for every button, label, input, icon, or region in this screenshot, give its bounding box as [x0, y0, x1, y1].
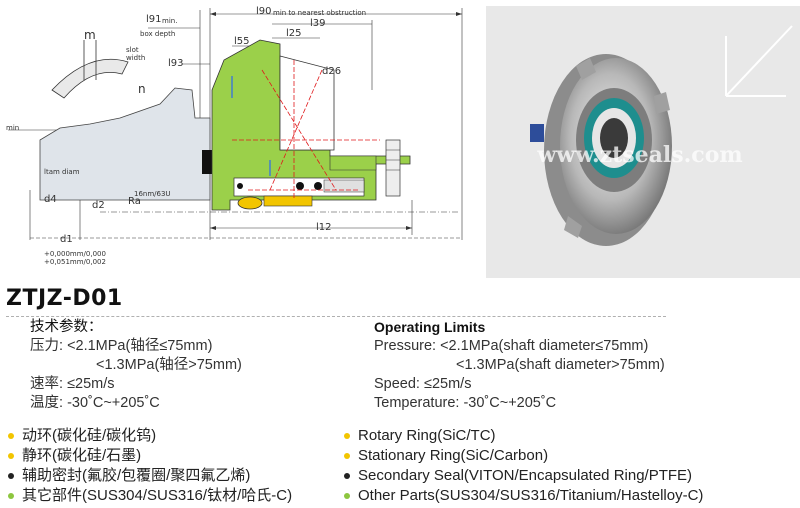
specs-cn-temp-label: 温度: [30, 395, 64, 411]
materials-en-text: Stationary Ring(SiC/Carbon) [358, 447, 549, 464]
materials-cn-text: 其它部件(SUS304/SUS316/钛材/哈氏-C) [22, 487, 293, 504]
watermark-text: www.ztseals.com [537, 142, 743, 168]
label-l91-unit: min. [162, 17, 178, 25]
specs-en-pressure-2: <1.3MPa(shaft diameter>75mm) [456, 357, 665, 373]
seal-cross-section-diagram [8, 8, 463, 240]
specs-en-heading: Operating Limits [374, 319, 486, 335]
specs-cn-pressure-2: <1.3MPa(轴径>75mm) [96, 357, 242, 373]
bullet-icon [344, 493, 350, 499]
label-d1: d1 [60, 234, 73, 245]
specs-cn-pressure-row: 压力: <2.1MPa(轴径≤75mm) [30, 337, 242, 356]
specs-cn-temp: -30˚C~+205˚C [67, 395, 160, 411]
bullet-icon [8, 433, 14, 439]
label-min-obstruction: min to nearest obstruction [273, 9, 367, 17]
label-l55: l55 [234, 36, 250, 47]
materials-en-text: Secondary Seal(VITON/Encapsulated Ring/P… [358, 467, 693, 484]
label-tolerance-1: +0,000mm/0,000 [44, 250, 106, 258]
specs-en-pressure-1: <2.1MPa(shaft diameter≤75mm) [440, 338, 649, 354]
label-l90: l90 [256, 6, 272, 17]
specs-cn-temp-row: 温度: -30˚C~+205˚C [30, 394, 242, 413]
label-tolerance-2: +0,051mm/0,002 [44, 258, 106, 266]
materials-en-item: Rotary Ring(SiC/TC) [344, 426, 703, 446]
specs-en-pressure-label: Pressure: [374, 338, 437, 354]
bullet-icon [344, 453, 350, 459]
materials-cn-list: 动环(碳化硅/碳化钨) 静环(碳化硅/石墨) 辅助密封(氟胶/包覆圈/聚四氟乙烯… [8, 426, 292, 506]
label-n: n [138, 82, 146, 96]
materials-en-list: Rotary Ring(SiC/TC) Stationary Ring(SiC/… [344, 426, 703, 506]
materials-cn-text: 动环(碳化硅/碳化钨) [22, 427, 157, 444]
label-l12: l12 [316, 222, 332, 233]
specs-en-speed: ≤25m/s [424, 376, 472, 392]
label-slot-width: slot width [126, 46, 146, 62]
label-box-depth: box depth [140, 30, 176, 38]
product-photo-panel [486, 6, 800, 278]
materials-cn-item: 其它部件(SUS304/SUS316/钛材/哈氏-C) [8, 486, 292, 506]
materials-cn-text: 静环(碳化硅/石墨) [22, 447, 142, 464]
specs-cn-pressure-1: <2.1MPa(轴径≤75mm) [67, 338, 213, 354]
specs-cn-speed-label: 速率: [30, 376, 64, 392]
bullet-icon [8, 453, 14, 459]
label-l91: l91 [146, 14, 162, 25]
materials-en-item: Stationary Ring(SiC/Carbon) [344, 446, 703, 466]
bullet-icon [344, 473, 350, 479]
specs-en-temp: -30˚C~+205˚C [463, 395, 557, 411]
label-m: m [84, 28, 96, 42]
specs-en-speed-label: Speed: [374, 376, 420, 392]
specs-cn-speed-row: 速率: ≤25m/s [30, 375, 242, 394]
label-ra-value: 16nm/63U [134, 190, 171, 198]
materials-cn-item: 动环(碳化硅/碳化钨) [8, 426, 292, 446]
materials-en-item: Secondary Seal(VITON/Encapsulated Ring/P… [344, 466, 703, 486]
materials-cn-item: 静环(碳化硅/石墨) [8, 446, 292, 466]
label-d4: d4 [44, 194, 57, 205]
label-seam-diam: ltam diam [44, 168, 80, 176]
label-d26: d26 [322, 66, 342, 77]
technical-drawing: l91 min. box depth l90 min to nearest ob… [0, 0, 470, 275]
label-d2: d2 [92, 200, 105, 211]
specs-cn-speed: ≤25m/s [67, 376, 115, 392]
label-l39: l39 [310, 18, 326, 29]
specs-en-pressure-row: Pressure: <2.1MPa(shaft diameter≤75mm) [374, 337, 665, 356]
materials-en-item: Other Parts(SUS304/SUS316/Titanium/Haste… [344, 486, 703, 506]
materials-en-text: Rotary Ring(SiC/TC) [358, 427, 496, 444]
specs-en-temp-label: Temperature: [374, 395, 460, 411]
label-ra: Ra [128, 196, 141, 207]
materials-en-text: Other Parts(SUS304/SUS316/Titanium/Haste… [358, 487, 704, 504]
specs-en-temp-row: Temperature: -30˚C~+205˚C [374, 394, 665, 413]
label-min: min [6, 124, 20, 132]
bullet-icon [8, 493, 14, 499]
specs-en: Operating Limits Pressure: <2.1MPa(shaft… [374, 318, 665, 413]
label-l93: l93 [168, 58, 184, 69]
specs-cn-heading: 技术参数： [30, 319, 103, 335]
specs-en-speed-row: Speed: ≤25m/s [374, 375, 665, 394]
divider [6, 316, 666, 318]
bullet-icon [344, 433, 350, 439]
model-title: ZTJZ-D01 [6, 286, 123, 311]
materials-cn-item: 辅助密封(氟胶/包覆圈/聚四氟乙烯) [8, 466, 292, 486]
specs-cn: 技术参数： 压力: <2.1MPa(轴径≤75mm) <1.3MPa(轴径>75… [30, 318, 242, 413]
label-l25: l25 [286, 28, 302, 39]
materials-cn-text: 辅助密封(氟胶/包覆圈/聚四氟乙烯) [22, 467, 251, 484]
specs-cn-pressure-label: 压力: [30, 338, 64, 354]
bullet-icon [8, 473, 14, 479]
seal-product-image [530, 25, 793, 246]
